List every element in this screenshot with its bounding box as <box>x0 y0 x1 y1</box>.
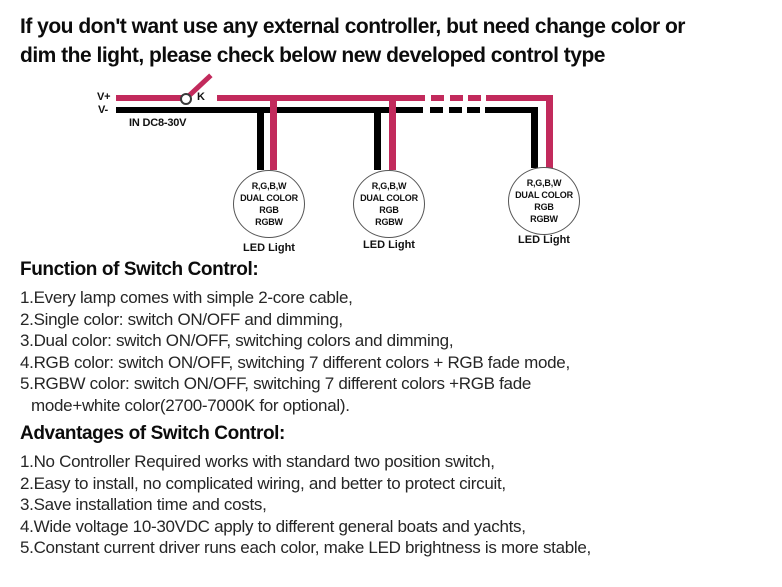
positive-wire-segment2 <box>217 95 425 101</box>
led-light-3-line4: RGBW <box>530 214 558 224</box>
positive-drop-light3 <box>546 95 553 168</box>
led-light-2-line4: RGBW <box>375 217 403 227</box>
positive-wire-dash <box>450 95 463 101</box>
led-light-3-caption: LED Light <box>518 234 570 246</box>
negative-wire-dash <box>430 107 443 113</box>
function-item-1: 1.Every lamp comes with simple 2-core ca… <box>20 288 353 307</box>
positive-wire-dash <box>486 95 499 101</box>
page-title-line1: If you don't want use any external contr… <box>20 15 685 38</box>
dc-input-label: IN DC8-30V <box>129 117 187 129</box>
led-light-1-line1: R,G,B,W <box>251 181 287 191</box>
led-light-3-line1: R,G,B,W <box>526 178 562 188</box>
led-light-3-line2: DUAL COLOR <box>515 190 573 200</box>
vplus-label: V+ <box>97 91 111 103</box>
led-light-1-line3: RGB <box>259 205 279 215</box>
function-item-5-continued: mode+white color(2700-7000K for optional… <box>31 396 350 415</box>
negative-wire-bus <box>116 107 423 113</box>
advantages-item-1: 1.No Controller Required works with stan… <box>20 452 495 471</box>
positive-drop-light2 <box>389 95 396 170</box>
advantages-item-4: 4.Wide voltage 10-30VDC apply to differe… <box>20 517 526 536</box>
negative-wire-dash <box>485 107 498 113</box>
wiring-diagram: K V+ V- IN DC8-30V R,G,B,W DUAL COLOR RG… <box>0 70 782 265</box>
positive-wire-dash <box>468 95 481 101</box>
negative-wire-dash <box>449 107 462 113</box>
negative-drop-light1 <box>257 107 264 170</box>
led-light-2: R,G,B,W DUAL COLOR RGB RGBW <box>353 170 425 238</box>
led-light-1-caption: LED Light <box>243 242 295 254</box>
led-light-2-line1: R,G,B,W <box>371 181 407 191</box>
led-light-2-line3: RGB <box>379 205 399 215</box>
positive-wire-segment1 <box>116 95 182 101</box>
switch-k-label: K <box>197 91 205 103</box>
advantages-section-heading: Advantages of Switch Control: <box>20 423 285 444</box>
negative-drop-light3 <box>531 107 538 168</box>
led-light-1: R,G,B,W DUAL COLOR RGB RGBW <box>233 170 305 238</box>
led-light-1-line2: DUAL COLOR <box>240 193 298 203</box>
function-section-heading: Function of Switch Control: <box>20 259 259 280</box>
advantages-item-3: 3.Save installation time and costs, <box>20 495 267 514</box>
led-light-1-line4: RGBW <box>255 217 283 227</box>
page-title-line2: dim the light, please check below new de… <box>20 44 605 67</box>
led-light-3-line3: RGB <box>534 202 554 212</box>
function-item-2: 2.Single color: switch ON/OFF and dimmin… <box>20 310 343 329</box>
function-item-3: 3.Dual color: switch ON/OFF, switching c… <box>20 331 454 350</box>
negative-wire-bus-end <box>498 107 538 113</box>
vminus-label: V- <box>98 104 108 116</box>
positive-wire-bus-end <box>499 95 553 101</box>
switch-hinge <box>180 93 192 105</box>
page-title: If you don't want use any external contr… <box>20 12 770 70</box>
advantages-item-2: 2.Easy to install, no complicated wiring… <box>20 474 506 493</box>
function-item-4: 4.RGB color: switch ON/OFF, switching 7 … <box>20 353 570 372</box>
function-item-5: 5.RGBW color: switch ON/OFF, switching 7… <box>20 374 532 393</box>
positive-wire-dash <box>431 95 444 101</box>
negative-wire-dash <box>467 107 480 113</box>
positive-drop-light1 <box>270 95 277 170</box>
led-light-2-caption: LED Light <box>363 239 415 251</box>
led-light-3: R,G,B,W DUAL COLOR RGB RGBW <box>508 167 580 235</box>
led-light-2-line2: DUAL COLOR <box>360 193 418 203</box>
advantages-item-5: 5.Constant current driver runs each colo… <box>20 538 591 557</box>
negative-drop-light2 <box>374 107 381 170</box>
